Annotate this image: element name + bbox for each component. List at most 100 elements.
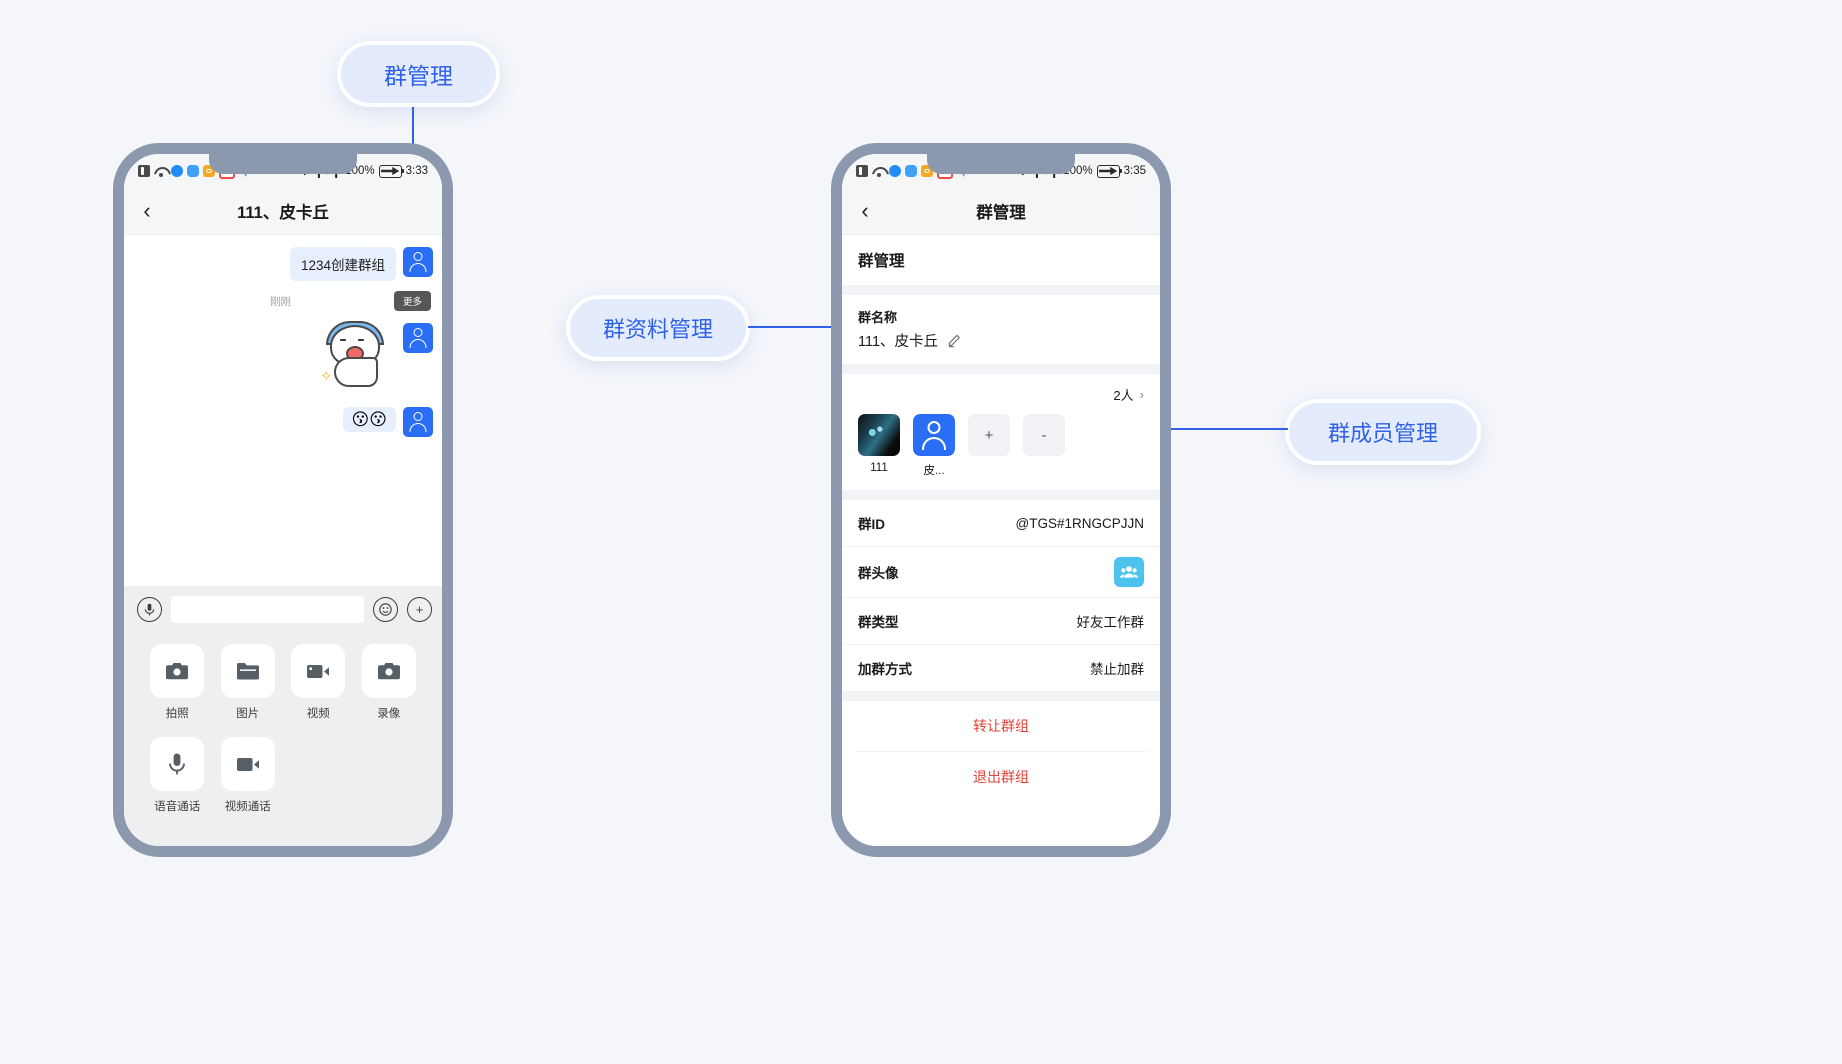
member-count-row[interactable]: 2人 › [842, 374, 1160, 410]
chat-input-bar: + [124, 586, 442, 632]
row-join-method[interactable]: 加群方式 禁止加群 [842, 645, 1160, 691]
back-button-right[interactable]: ‹ [861, 198, 869, 223]
panel-spacer [354, 737, 425, 814]
camera-icon [166, 663, 189, 680]
nav-bar-right: ‹ 群管理 [842, 188, 1160, 235]
group-name-label: 群名称 [858, 310, 898, 325]
panel-item-label: 图片 [236, 708, 260, 720]
panel-item-label: 录像 [377, 708, 401, 720]
section-divider [842, 490, 1160, 500]
panel-item-label: 拍照 [165, 708, 189, 720]
section-divider [842, 691, 1160, 701]
pencil-icon[interactable] [947, 334, 961, 348]
attachment-panel: 拍照 图片 视频 [124, 632, 442, 846]
section-header: 群管理 [842, 235, 1160, 285]
panel-item-voice-call[interactable]: 语音通话 [142, 737, 213, 814]
row-group-type[interactable]: 群类型 好友工作群 [842, 598, 1160, 645]
row-value: @TGS#1RNGCPJJN [1015, 515, 1144, 531]
group-name-value: 111、皮卡丘 [858, 334, 939, 350]
leave-group-button[interactable]: 退出群组 [973, 769, 1029, 785]
panel-item-record[interactable]: 录像 [354, 644, 425, 721]
row-value: 禁止加群 [1090, 662, 1144, 677]
add-member-button[interactable]: + [968, 414, 1010, 456]
message-row: 😗😗 [124, 407, 442, 437]
more-button[interactable]: 更多 [393, 291, 431, 311]
member-name: 皮... [923, 465, 945, 477]
panel-item-image[interactable]: 图片 [213, 644, 284, 721]
group-actions: 转让群组 退出群组 [842, 701, 1160, 802]
members-section: 2人 › 111 皮... + [842, 374, 1160, 490]
phone-notch-right [927, 154, 1075, 174]
callout-group-member-management-label: 群成员管理 [1327, 421, 1438, 446]
panel-item-video[interactable]: 视频 [283, 644, 354, 721]
microphone-icon [144, 603, 155, 615]
group-name-section[interactable]: 群名称 111、皮卡丘 [842, 295, 1160, 364]
phone-notch-left [209, 154, 357, 174]
group-management-screen: 群管理 群名称 111、皮卡丘 [842, 235, 1160, 846]
avatar[interactable] [403, 323, 433, 353]
section-title: 群管理 [858, 253, 905, 270]
browser-icon [171, 165, 183, 177]
video-call-icon [236, 757, 259, 771]
row-group-avatar[interactable]: 群头像 [842, 547, 1160, 598]
panel-item-camera[interactable]: 拍照 [142, 644, 213, 721]
document-icon [856, 165, 868, 177]
cloud-icon [187, 165, 199, 177]
message-row: 1234创建群组 [124, 247, 442, 281]
nav-bar-left: ‹ 111、皮卡丘 [124, 188, 442, 235]
avatar [858, 414, 900, 456]
smiley-icon[interactable] [373, 596, 398, 622]
chat-title: 111、皮卡丘 [237, 204, 329, 222]
callout-group-profile-management-label: 群资料管理 [602, 317, 713, 342]
page-title: 群管理 [976, 204, 1026, 222]
message-bubble-text[interactable]: 1234创建群组 [289, 247, 396, 281]
callout-group-management: 群管理 [337, 41, 500, 107]
row-group-id[interactable]: 群ID @TGS#1RNGCPJJN [842, 500, 1160, 547]
message-input[interactable] [171, 595, 364, 623]
list-item[interactable]: 111 [858, 414, 900, 474]
avatar[interactable] [403, 407, 433, 437]
wifi-icon [154, 166, 167, 177]
section-divider [842, 364, 1160, 374]
panel-item-video-call[interactable]: 视频通话 [213, 737, 284, 814]
plus-icon[interactable]: + [407, 596, 432, 622]
microphone-icon [169, 753, 186, 775]
row-label: 群头像 [858, 566, 899, 581]
chevron-right-icon: › [1139, 387, 1144, 402]
callout-group-member-connector [1136, 428, 1288, 430]
transfer-group-button[interactable]: 转让群组 [856, 701, 1146, 752]
member-count-label: 2人 [1113, 388, 1134, 403]
row-value: 好友工作群 [1076, 615, 1145, 630]
back-button-left[interactable]: ‹ [143, 198, 151, 223]
cloud-icon [905, 165, 917, 177]
row-label: 群类型 [858, 615, 899, 630]
phone-right: ··· ✻ ❙◑❙ 100% 3:35 ‹ 群管理 群管理 [831, 143, 1171, 857]
remove-member-label: - [1023, 414, 1065, 456]
avatar[interactable] [403, 247, 433, 277]
message-bubble-emoji[interactable]: 😗😗 [342, 407, 396, 432]
avatar [913, 414, 955, 456]
panel-item-label: 视频 [306, 708, 330, 720]
member-name: 111 [870, 462, 888, 474]
chat-message-list[interactable]: 1234创建群组 刚刚 更多 ✧ 😗😗 [124, 235, 442, 586]
message-row: ✧ [124, 321, 442, 389]
panel-item-label: 视频通话 [224, 801, 271, 813]
screen-filler [842, 802, 1160, 846]
group-detail-rows: 群ID @TGS#1RNGCPJJN 群头像 [842, 500, 1160, 691]
group-avatar-icon[interactable] [1114, 557, 1144, 587]
list-item[interactable]: 皮... [913, 414, 955, 478]
battery-icon [1096, 164, 1122, 178]
battery-icon [378, 164, 404, 178]
member-list: 111 皮... + - [842, 410, 1160, 490]
add-member-label: + [968, 414, 1010, 456]
row-label: 群ID [858, 517, 885, 532]
callout-group-member-management: 群成员管理 [1285, 399, 1481, 465]
voice-record-icon[interactable] [137, 596, 162, 622]
sticker-message[interactable]: ✧ [318, 321, 396, 389]
phone-left: ··· ✻ ❙◑❙ 100% 3:33 ‹ 111、皮卡丘 1234创建群组 [113, 143, 453, 857]
callout-group-profile-connector [748, 326, 865, 328]
remove-member-button[interactable]: - [1023, 414, 1065, 456]
document-icon [138, 165, 150, 177]
clock-left: 3:33 [405, 165, 428, 177]
